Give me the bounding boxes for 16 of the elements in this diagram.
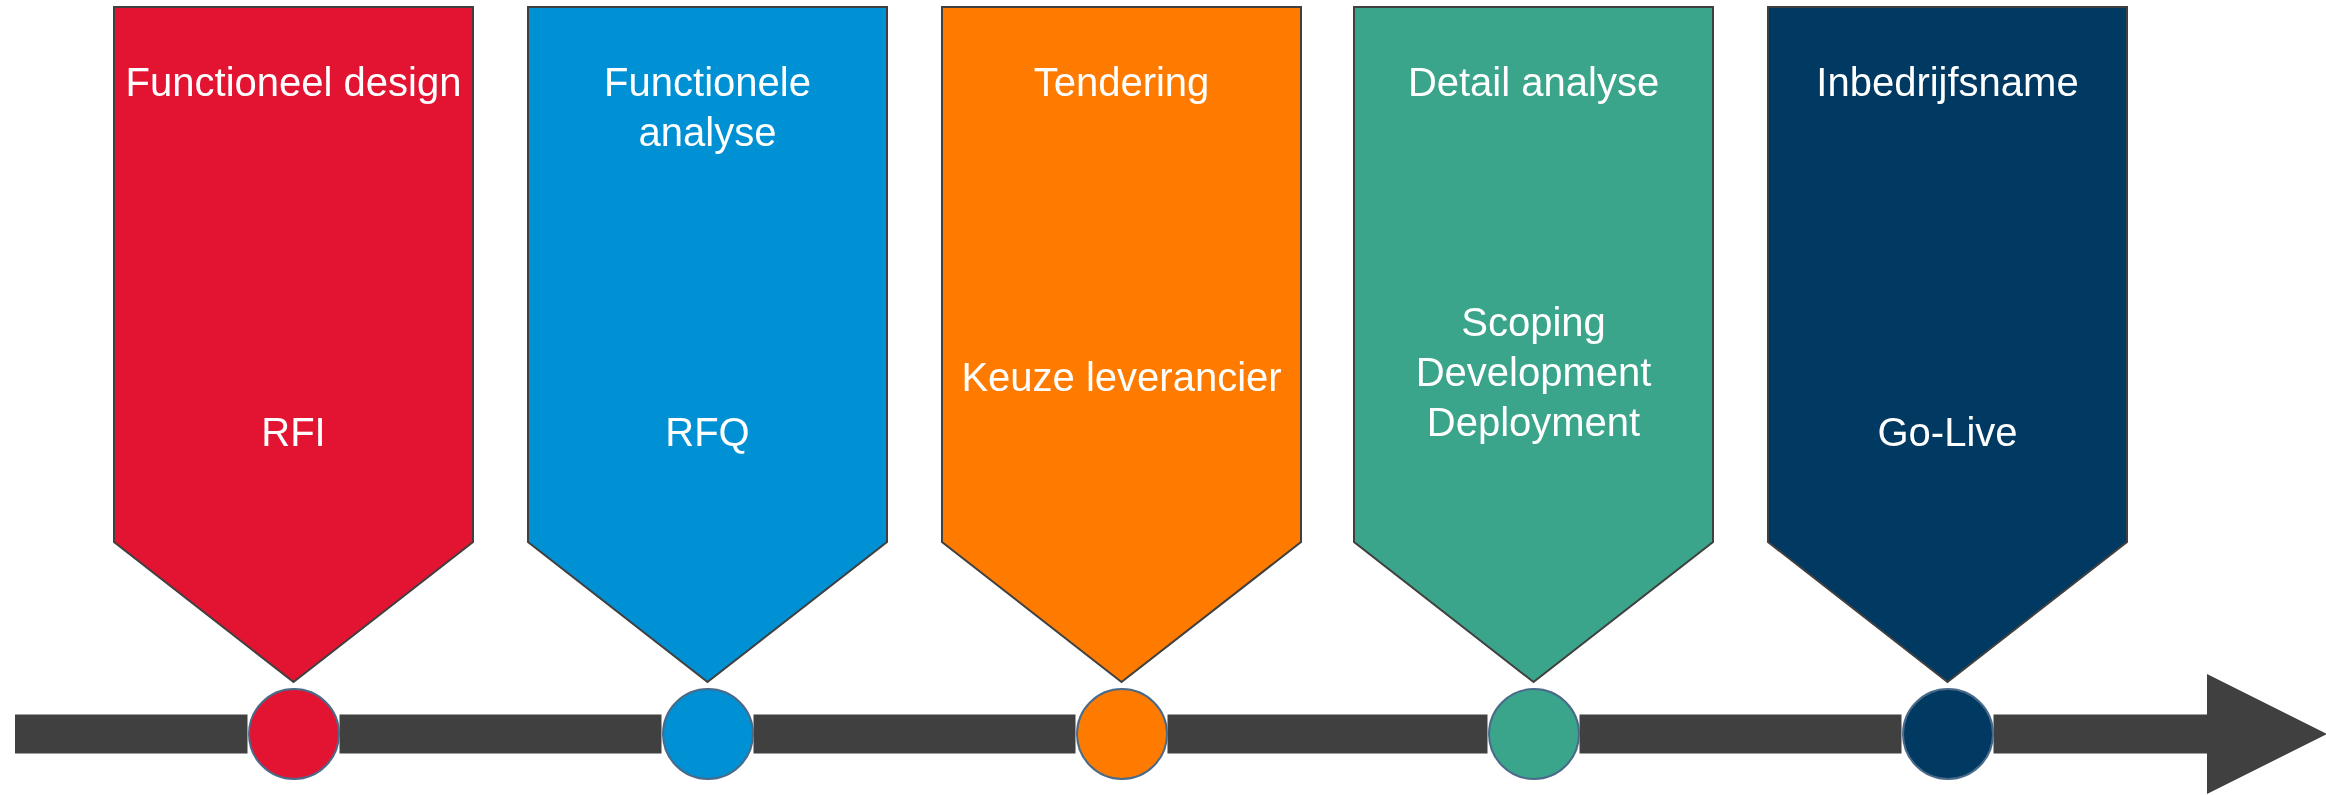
phase-text: Scoping Development Deployment xyxy=(1414,299,1653,446)
phase-heading: Detail analyse xyxy=(1406,59,1661,106)
timeline-line xyxy=(339,714,662,754)
phase-text: RFQ xyxy=(664,409,751,456)
phase-text: Go-Live xyxy=(1876,409,2019,456)
timeline-line xyxy=(1579,714,1902,754)
phase-heading: Tendering xyxy=(1032,59,1211,106)
phase-heading: Functioneel design xyxy=(124,59,463,106)
timeline-line xyxy=(15,714,248,754)
timeline-line xyxy=(753,714,1076,754)
phase-text: RFI xyxy=(260,409,327,456)
phase-heading: Functionele analyse xyxy=(603,59,812,156)
phase-heading: Inbedrijfsname xyxy=(1815,59,2080,106)
timeline-arrow xyxy=(1993,674,2326,794)
timeline-line xyxy=(1167,714,1488,754)
phase-text: Keuze leverancier xyxy=(960,354,1283,401)
